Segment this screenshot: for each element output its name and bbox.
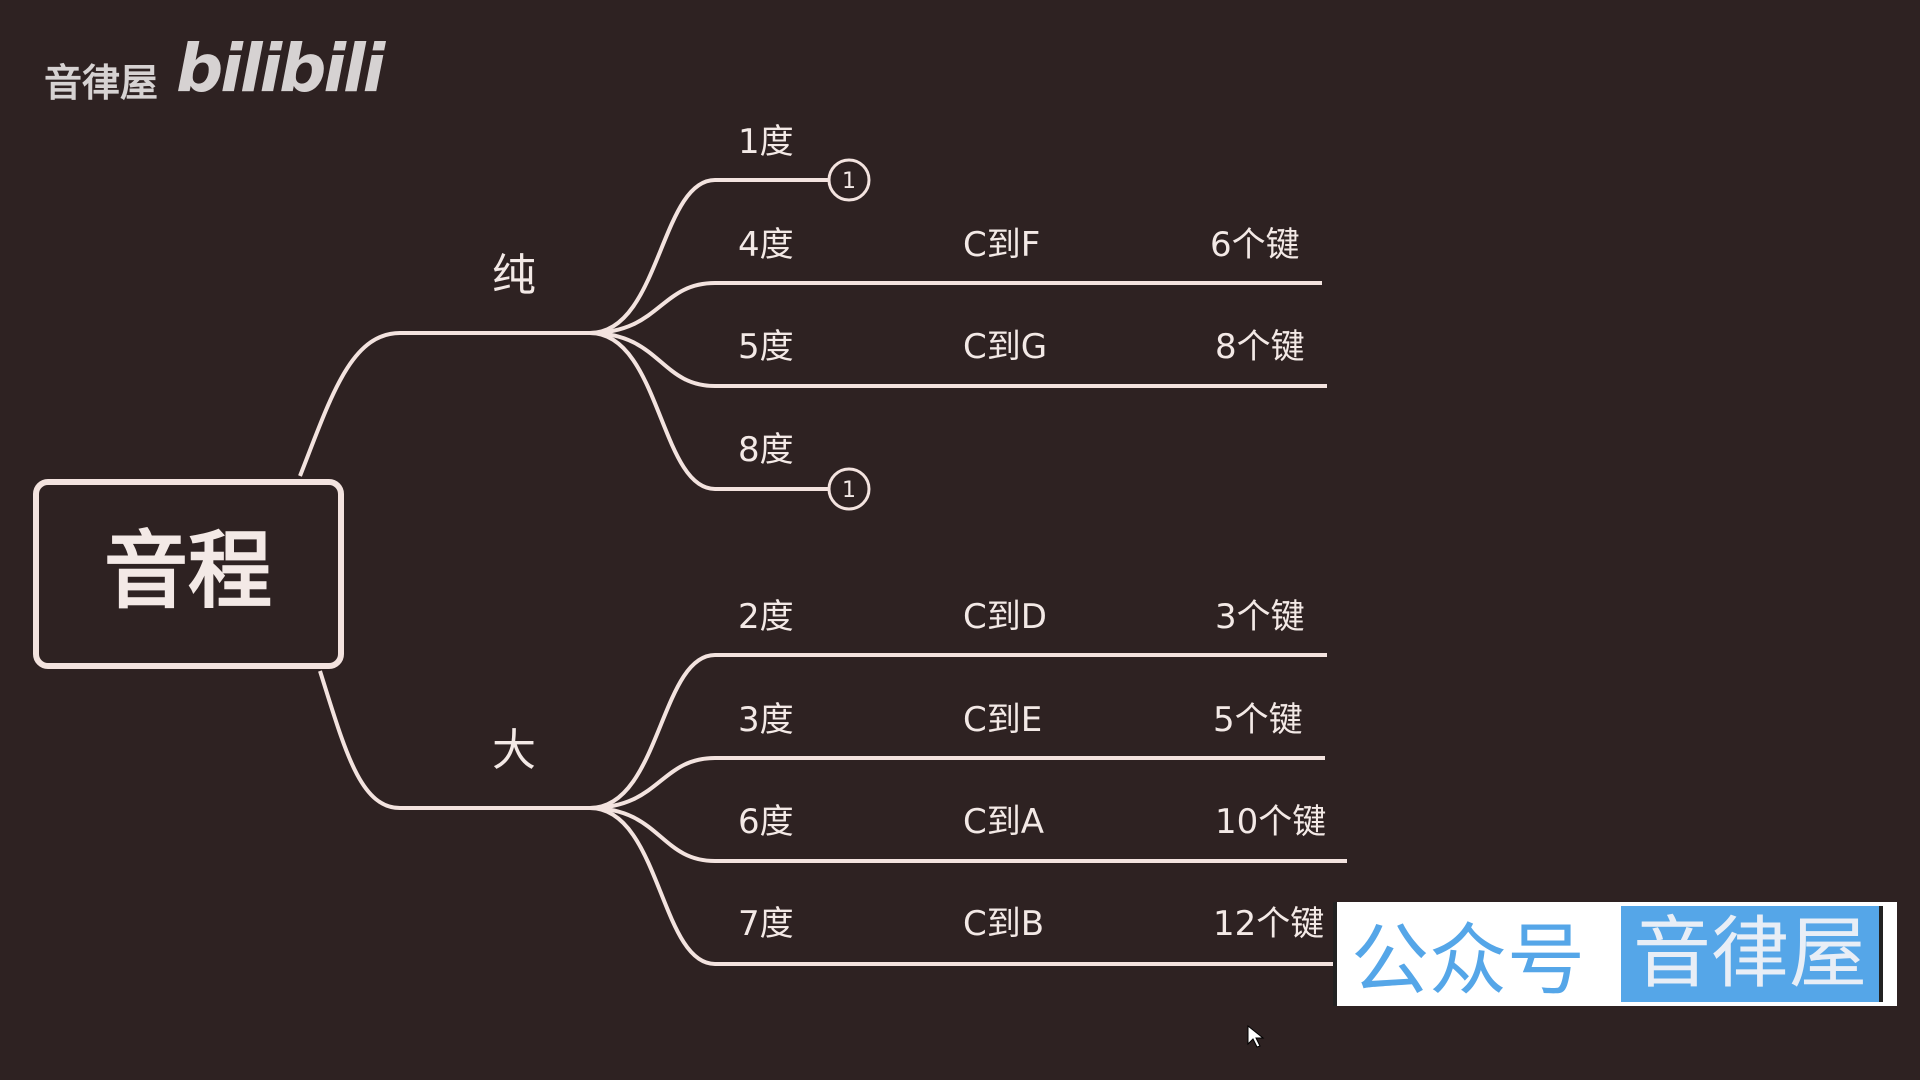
category-pure: 纯 (492, 250, 536, 301)
watermark-prefix: 公众号 (1351, 916, 1586, 1006)
keys-label: 3个键 (1215, 597, 1305, 637)
degree-label: 6度 (738, 802, 794, 842)
branch-3 (589, 756, 1325, 810)
bilibili-logo: bilibili (176, 30, 385, 107)
badge-circle (827, 467, 871, 511)
degree-label: 8度 (738, 430, 794, 470)
branch-pure (298, 331, 590, 477)
keys-label: 5个键 (1213, 700, 1303, 740)
keys-label: 6个键 (1210, 225, 1300, 265)
degree-label: 4度 (738, 225, 794, 265)
branch-4 (589, 281, 1322, 335)
root-node-label: 音程 (104, 522, 272, 620)
branch-8 (589, 331, 829, 491)
mouse-cursor-icon (1247, 1024, 1265, 1048)
range-label: C到F (963, 225, 1040, 265)
degree-label: 2度 (738, 597, 794, 637)
range-label: C到G (963, 327, 1047, 367)
root-node-box (33, 479, 344, 669)
keys-label: 8个键 (1215, 327, 1305, 367)
category-major: 大 (492, 725, 536, 776)
badge-count: 1 (842, 169, 856, 194)
badge-count: 1 (842, 478, 856, 503)
keys-label: 10个键 (1215, 802, 1326, 842)
degree-label: 5度 (738, 327, 794, 367)
range-label: C到A (963, 802, 1044, 842)
branch-major (318, 670, 590, 810)
branch-6 (589, 806, 1347, 863)
degree-label: 3度 (738, 700, 794, 740)
branch-1 (589, 178, 829, 335)
branch-5 (589, 331, 1327, 388)
branch-2 (589, 653, 1327, 810)
keys-label: 12个键 (1213, 904, 1324, 944)
degree-label: 1度 (738, 122, 794, 162)
range-label: C到B (963, 904, 1044, 944)
badge-circle (827, 158, 871, 202)
watermark-name: 音律屋 (1621, 906, 1884, 1002)
branch-7 (589, 806, 1340, 966)
degree-label: 7度 (738, 904, 794, 944)
range-label: C到D (963, 597, 1047, 637)
range-label: C到E (963, 700, 1042, 740)
channel-name: 音律屋 (44, 61, 159, 105)
watermark: 公众号 音律屋 (1333, 902, 1897, 1006)
